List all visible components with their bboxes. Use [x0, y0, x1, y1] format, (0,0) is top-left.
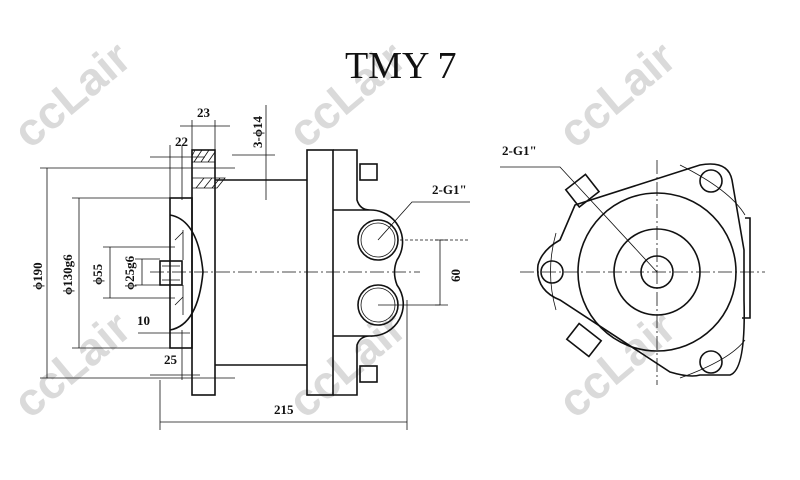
- dim-10: 10: [137, 313, 150, 328]
- end-view: [500, 160, 765, 385]
- watermark: ccLair: [548, 31, 685, 158]
- watermarks: ccLair ccLair ccLair ccLair ccLair ccLai…: [3, 31, 685, 428]
- label-ports-end: 2-G1": [502, 143, 537, 158]
- dim-phi190: ϕ190: [30, 262, 45, 290]
- dimension-labels: 23 22 3-ϕ14 ϕ190 ϕ130g6 ϕ55 ϕ25g6 10 25 …: [30, 105, 537, 417]
- watermark: ccLair: [3, 31, 140, 158]
- label-ports-side: 2-G1": [432, 182, 467, 197]
- dim-25: 25: [164, 352, 178, 367]
- watermark: ccLair: [278, 301, 415, 428]
- side-view: [40, 105, 470, 430]
- dim-60: 60: [448, 269, 463, 282]
- dim-215: 215: [274, 402, 294, 417]
- dim-phi55: ϕ55: [90, 263, 105, 285]
- watermark: ccLair: [548, 301, 685, 428]
- dim-22: 22: [175, 134, 188, 149]
- dim-23: 23: [197, 105, 211, 120]
- dim-3-holes: 3-ϕ14: [250, 116, 265, 148]
- dim-phi25g6: ϕ25g6: [122, 255, 137, 290]
- drawing-title: TMY 7: [345, 45, 457, 87]
- dim-phi130g6: ϕ130g6: [60, 254, 75, 295]
- watermark: ccLair: [3, 301, 140, 428]
